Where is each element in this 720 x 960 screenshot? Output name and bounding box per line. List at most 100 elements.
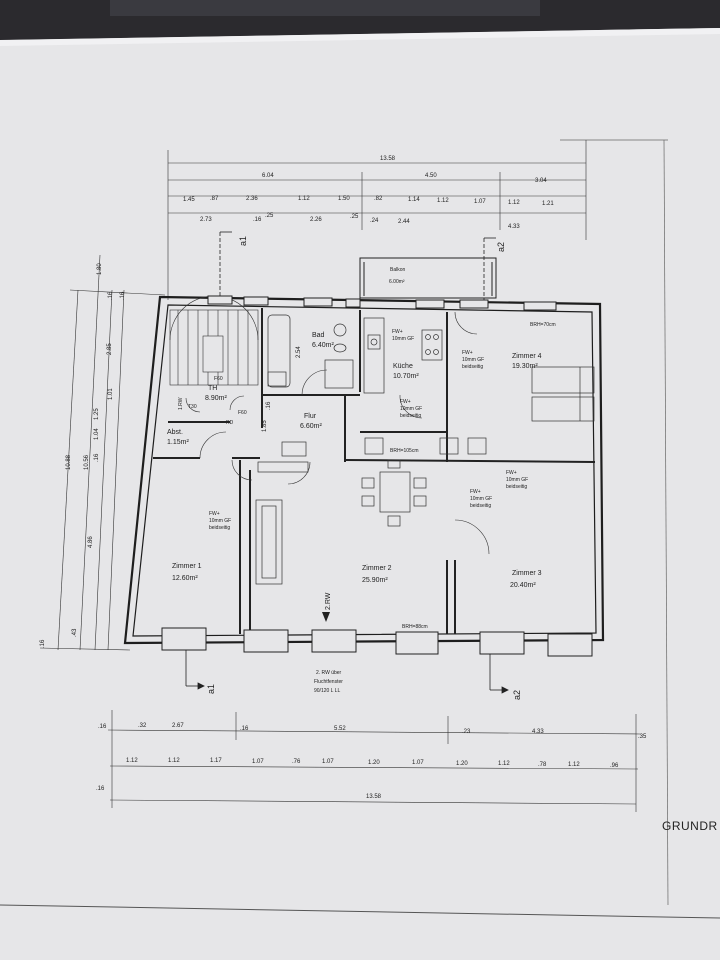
dim-top-r4-5: .24	[370, 218, 379, 224]
note-line-3: 90/120 L LL	[314, 688, 340, 694]
fw-z4-2: 10mm GF	[462, 357, 484, 363]
dim-left-p5: 4.86	[88, 536, 94, 548]
section-a2-top-label: a2	[496, 242, 506, 252]
room-kueche-area: 10.70m²	[393, 373, 419, 380]
dim-top-r3-4: 1.50	[338, 196, 350, 202]
t30-label: T30	[188, 404, 197, 410]
dimension-left	[39, 254, 166, 651]
dim-bot-r1-7: .35	[638, 734, 647, 740]
fw-z1-1: FW+	[209, 511, 220, 517]
windows-bottom	[161, 627, 593, 657]
dim-left-p9: .16	[108, 291, 114, 300]
brh-88-label: BRH=88cm	[402, 624, 428, 630]
fw-z4-3: beidseitig	[462, 364, 483, 370]
dim-left-p2: 1.01	[108, 388, 114, 400]
room-th-name: TH	[208, 385, 217, 392]
dimension-bottom	[107, 710, 641, 812]
dim-left-p0: 1.80	[97, 263, 103, 275]
room-zimmer2-name: Zimmer 2	[362, 565, 392, 572]
f60-label-b: F60	[238, 410, 247, 416]
drawing-title: GRUNDR	[662, 819, 718, 833]
dim-bot-r2-6: 1.20	[368, 760, 380, 766]
dim-bot-r2-4: .76	[292, 759, 301, 765]
dim-left-inner: 10.56	[84, 454, 90, 470]
room-flur-area: 6.60m²	[300, 423, 322, 430]
dim-misc-1: 1.85	[262, 420, 268, 432]
rw1-label: 1.RW	[178, 397, 184, 410]
dim-top-r4-0: 2.73	[200, 217, 212, 223]
section-marker-a1-top	[219, 231, 232, 296]
dim-left-outer: 10.88	[66, 454, 72, 470]
outer-walls	[123, 295, 605, 645]
dim-top-r3-6: 1.14	[408, 197, 420, 203]
room-bad-area: 6.40m²	[312, 342, 334, 349]
dim-left-p7: .16	[40, 639, 46, 648]
dim-top-r4-7: 4.33	[508, 224, 520, 230]
fw-z1-3: beidseitig	[209, 525, 230, 531]
room-zimmer1-name: Zimmer 1	[172, 563, 202, 570]
fw-flur-3: beidseitig	[400, 413, 421, 419]
paper-edge	[0, 28, 720, 46]
dim-top-r4-4: .25	[350, 214, 359, 220]
dim-bot-r2-8: 1.20	[456, 761, 468, 767]
dim-bot-r2-11: 1.12	[568, 762, 580, 768]
fw-z3-2: 10mm GF	[470, 496, 492, 502]
section-marker-a1-bottom	[185, 650, 205, 690]
room-kueche-name: Küche	[393, 363, 413, 370]
dim-bot-r1-3: .16	[240, 726, 249, 732]
dim-top-r4-6: 2.44	[398, 219, 410, 225]
fw-flur-1: FW+	[400, 399, 411, 405]
section-a1-top-label: a1	[238, 236, 248, 246]
section-marker-a2-bottom	[489, 654, 509, 694]
rw2-arrow-icon	[322, 612, 330, 622]
dimension-top	[167, 140, 587, 300]
dim-bot-r2-10: .78	[538, 762, 547, 768]
dim-bot-r1-2: 2.67	[172, 723, 184, 729]
fw-flur-2: 10mm GF	[400, 406, 422, 412]
section-a1-bottom-label: a1	[206, 684, 216, 694]
room-zimmer3-area: 20.40m²	[510, 582, 536, 589]
dim-top-r2-a: 6.04	[262, 173, 274, 179]
dim-bot-r1-6: 4.33	[532, 729, 544, 735]
sofa	[255, 499, 283, 585]
shafts	[257, 437, 487, 473]
note-line-2: Fluchtfenster	[314, 679, 343, 685]
dim-left-p4: 1.04	[94, 428, 100, 440]
dim-top-r4-1: .16	[253, 217, 262, 223]
rd-label: RD	[226, 420, 234, 426]
windows-top	[207, 295, 557, 311]
beds	[531, 366, 595, 422]
dim-bot-total: 13.58	[366, 794, 382, 800]
fw-z3-1: FW+	[470, 489, 481, 495]
dim-top-r3-0: 1.45	[183, 197, 195, 203]
room-flur-name: Flur	[304, 413, 317, 420]
dim-total-top: 13.58	[380, 156, 396, 162]
dim-bot-r1-0: .16	[98, 724, 107, 730]
room-th-area: 8.90m²	[205, 395, 227, 402]
balcony	[359, 257, 497, 299]
dim-bot-r1-1: .32	[138, 723, 147, 729]
dim-bot-r2-2: 1.17	[210, 758, 222, 764]
bathroom-fixtures	[267, 314, 354, 389]
dim-bot-r2-1: 1.12	[168, 758, 180, 764]
section-marker-a2-top	[483, 237, 496, 300]
frame-right	[663, 139, 669, 906]
dining-table	[361, 459, 427, 527]
frame-bottom	[0, 904, 720, 919]
fw-z1-2: 10mm GF	[209, 518, 231, 524]
dim-bot-r1-5: .23	[462, 729, 471, 735]
dim-top-r3-9: 1.12	[508, 200, 520, 206]
dim-bot-r2-5: 1.07	[322, 759, 334, 765]
room-zimmer1-area: 12.60m²	[172, 575, 198, 582]
room-zimmer4-area: 19.30m²	[512, 363, 538, 370]
room-bad-name: Bad	[312, 332, 325, 339]
dim-top-r3-1: .87	[210, 196, 219, 202]
room-balkon-area: 6.00m²	[389, 279, 405, 285]
dim-top-r3-8: 1.07	[474, 199, 486, 205]
dim-left-p10: .16	[120, 291, 126, 300]
fw-kitchen-2: 10mm GF	[392, 336, 414, 342]
dim-left-p6: .43	[72, 628, 78, 637]
f60-label-a: F60	[214, 376, 223, 382]
dim-bot-r2-0: 1.12	[126, 758, 138, 764]
